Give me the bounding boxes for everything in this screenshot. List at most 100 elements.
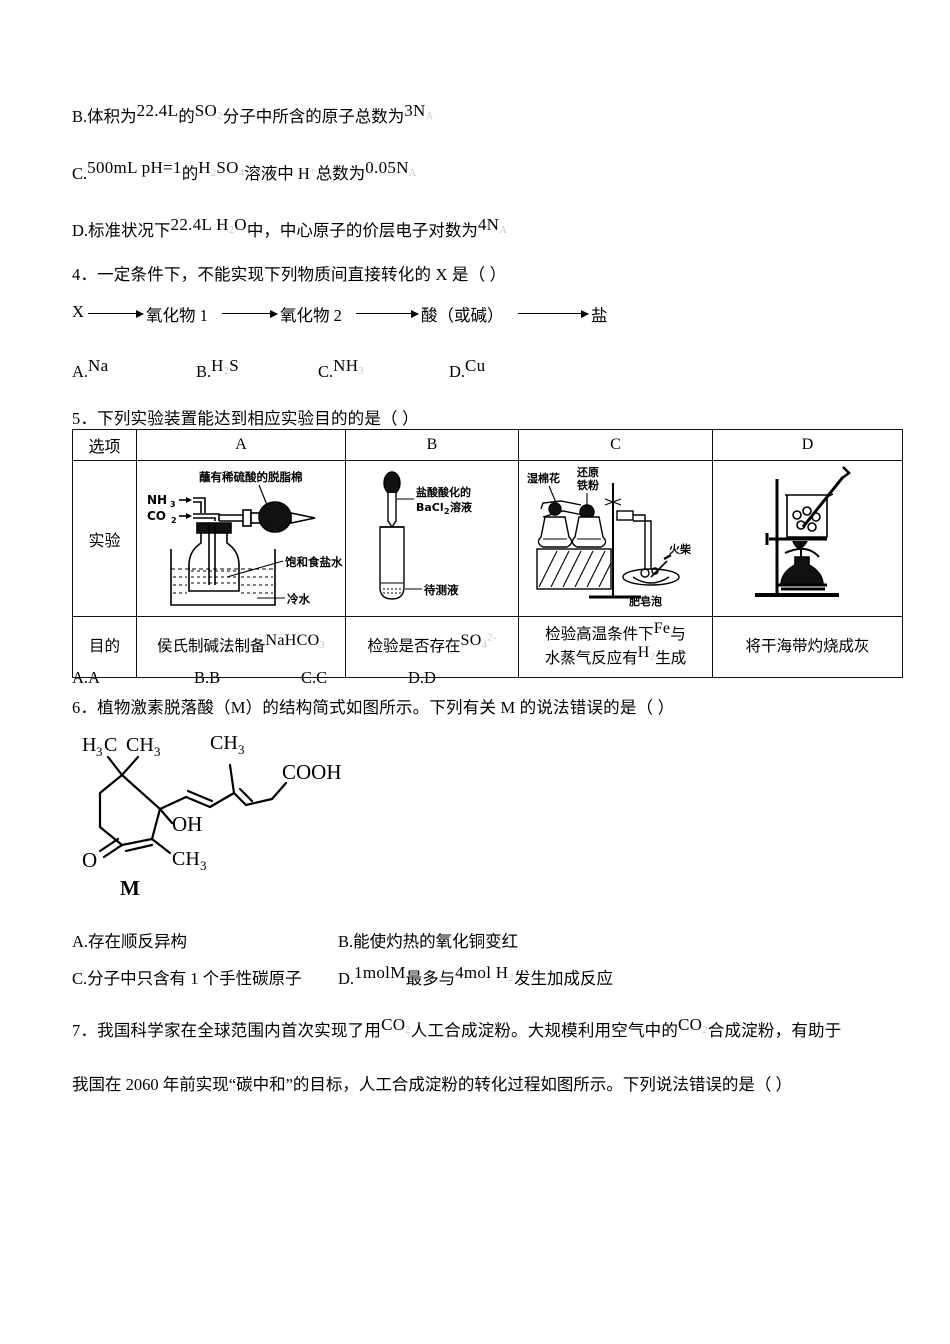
q3-option-b-value: 3NA (404, 101, 434, 122)
svg-text:NH: NH (147, 493, 167, 507)
table-purpose-row: 目的 侯氏制碱法制备NaHCO3 检验是否存在SO42- 检验高温条件下Fe与 … (72, 616, 903, 678)
q6-option-a: A.存在顺反异构 (72, 932, 188, 951)
q3-option-b-mid1: 的 (178, 107, 195, 126)
q7-number: 7 (72, 1021, 81, 1040)
svg-text:3: 3 (154, 744, 161, 759)
q3-option-c-mid1: 的 (181, 164, 199, 183)
table-header-a: A (136, 429, 346, 461)
q7-co2-first: CO2 (381, 1015, 411, 1036)
q5-answer-c: C.C (301, 668, 328, 687)
svg-text:H: H (82, 735, 96, 756)
q7-line2: 我国在 2060 年前实现“碳中和”的目标，人工合成淀粉的转化过程如图所示。下列… (72, 1075, 793, 1094)
svg-text:2: 2 (171, 516, 177, 525)
svg-text:盐酸酸化的: 盐酸酸化的 (416, 485, 471, 499)
purpose-cell-a: 侯氏制碱法制备NaHCO3 (136, 616, 346, 678)
svg-text:C: C (104, 735, 117, 756)
svg-text:3: 3 (200, 858, 207, 873)
q4-stem-text: ．一定条件下，不能实现下列物质间直接转化的 X 是（ ） (80, 265, 507, 284)
svg-text:湿棉花: 湿棉花 (527, 471, 560, 485)
q5-answer-a: A.A (72, 668, 100, 687)
svg-text:2: 2 (444, 507, 450, 516)
beaker-burner-apparatus-icon (755, 465, 851, 597)
q3-option-b-volume: 22.4L (136, 101, 179, 120)
figure-cell-a: 蘸有稀硫酸的脱脂棉 NH 3 CO 2 (136, 460, 346, 617)
q4-option-a-formula: Na (88, 356, 109, 375)
q3-option-c: C.500mL pH=1的H2SO4溶液中 H+总数为0.05NA (72, 159, 417, 185)
q6-number: 6 (72, 698, 81, 717)
q4-option-a: A.Na (72, 357, 108, 381)
q4-option-d-label: D. (449, 362, 466, 381)
figure-cell-d (712, 460, 903, 617)
svg-text:还原: 还原 (576, 465, 599, 479)
q6-option-b: B.能使灼热的氧化铜变红 (338, 932, 519, 951)
q7-line1-c: 合成淀粉，有助于 (707, 1021, 842, 1040)
q3-option-b: B.体积为22.4L的SO2分子中所含的原子总数为3NA (72, 102, 433, 128)
q6-stem-text: ．植物激素脱落酸（M）的结构简式如图所示。下列有关 M 的说法错误的是（ ） (80, 698, 675, 717)
q3-option-c-mid2: 溶液中 H (244, 164, 310, 183)
svg-text:冷水: 冷水 (287, 592, 310, 606)
q4-option-d-formula: Cu (465, 356, 486, 375)
svg-text:3: 3 (170, 500, 176, 509)
q6-option-d: D.1molM最多与4mol H2发生加成反应 (338, 963, 613, 990)
q3-option-b-prefix: B.体积为 (72, 107, 137, 126)
svg-text:待测液: 待测液 (424, 583, 459, 597)
q7-line1-a: ．我国科学家在全球范围内首次实现了用 (80, 1021, 382, 1040)
table-header-c: C (518, 429, 713, 461)
q3-option-c-h2so4: H2SO4 (198, 158, 245, 179)
q6-stem: 6．植物激素脱落酸（M）的结构简式如图所示。下列有关 M 的说法错误的是（ ） (72, 698, 675, 717)
q3-option-d-prefix: D.标准状况下 (72, 221, 171, 240)
experiment-table: 选项 A B C D 实验 蘸有稀硫酸的脱脂棉 NH 3 CO (72, 429, 903, 678)
svg-text:CH: CH (126, 735, 154, 756)
purpose-c-line2: 水蒸气反应有H2生成 (544, 643, 687, 667)
purpose-b-text: 检验是否存在SO42- (367, 631, 497, 655)
q3-option-d-value: 4NA (477, 215, 508, 236)
purpose-cell-d: 将干海带灼烧成灰 (712, 616, 903, 678)
svg-text:3: 3 (96, 744, 103, 759)
table-header-d: D (712, 429, 903, 461)
test-tube-dropper-apparatus-icon: 盐酸酸化的 BaCl 2 溶液 待测液 (379, 470, 473, 600)
q5-answer-b: B.B (194, 668, 221, 687)
svg-text:BaCl: BaCl (416, 501, 444, 514)
q3-option-d-h2o: 22.4L H2O (170, 215, 247, 236)
svg-text:CO: CO (147, 509, 166, 523)
svg-text:铁粉: 铁粉 (577, 478, 599, 492)
figure-cell-b: 盐酸酸化的 BaCl 2 溶液 待测液 (345, 460, 519, 617)
q3-option-b-so2: SO2 (194, 101, 223, 122)
q6-option-d-h2: 4mol H2 (455, 963, 514, 984)
table-experiment-row: 实验 蘸有稀硫酸的脱脂棉 NH 3 CO 2 (72, 460, 903, 617)
q4-option-c: C.NH3 (318, 357, 364, 383)
q6-option-d-amount: 1molM (354, 963, 406, 982)
svg-text:火柴: 火柴 (669, 542, 692, 556)
q3-option-d-mid1: 中，中心原子的价层电子对数为 (246, 221, 478, 240)
q4-number: 4 (72, 265, 81, 284)
q6-option-d-label: D. (338, 969, 355, 988)
q3-option-c-charge: + (309, 166, 316, 178)
svg-text:COOH: COOH (282, 760, 342, 784)
q4-stem: 4．一定条件下，不能实现下列物质间直接转化的 X 是（ ） (72, 265, 507, 284)
q4-option-c-formula: NH3 (333, 356, 364, 377)
svg-text:O: O (82, 848, 97, 872)
purpose-c-line1: 检验高温条件下Fe与 (545, 619, 686, 643)
q7-line1-b: 人工合成淀粉。大规模利用空气中的 (410, 1021, 679, 1040)
table-row-label-experiment: 实验 (72, 460, 137, 617)
svg-text:M: M (120, 876, 140, 900)
chain-node-3: 酸（或碱） (421, 306, 504, 325)
q7-line1: 7．我国科学家在全球范围内首次实现了用CO2人工合成淀粉。大规模利用空气中的CO… (72, 1016, 842, 1042)
hou-process-apparatus-icon: 蘸有稀硫酸的脱脂棉 NH 3 CO 2 (147, 470, 343, 606)
chain-node-1: 氧化物 1 (146, 306, 208, 325)
figure-cell-c: 湿棉花 还原 铁粉 (518, 460, 713, 617)
q5-stem-text: ．下列实验装置能达到相应实验目的的是（ ） (80, 409, 419, 428)
table-header-option: 选项 (72, 429, 137, 461)
iron-steam-apparatus-icon: 湿棉花 还原 铁粉 (527, 465, 692, 608)
q4-option-d: D.Cu (449, 357, 486, 381)
q3-option-b-mid2: 分子中所含的原子总数为 (222, 107, 405, 126)
q4-option-b-label: B. (196, 362, 212, 381)
table-header-b: B (345, 429, 519, 461)
q5-number: 5 (72, 409, 81, 428)
q3-option-c-amount: 500mL pH=1 (87, 158, 182, 177)
chain-node-4: 盐 (591, 306, 608, 325)
svg-text:OH: OH (172, 812, 202, 836)
svg-text:溶液: 溶液 (450, 500, 473, 514)
